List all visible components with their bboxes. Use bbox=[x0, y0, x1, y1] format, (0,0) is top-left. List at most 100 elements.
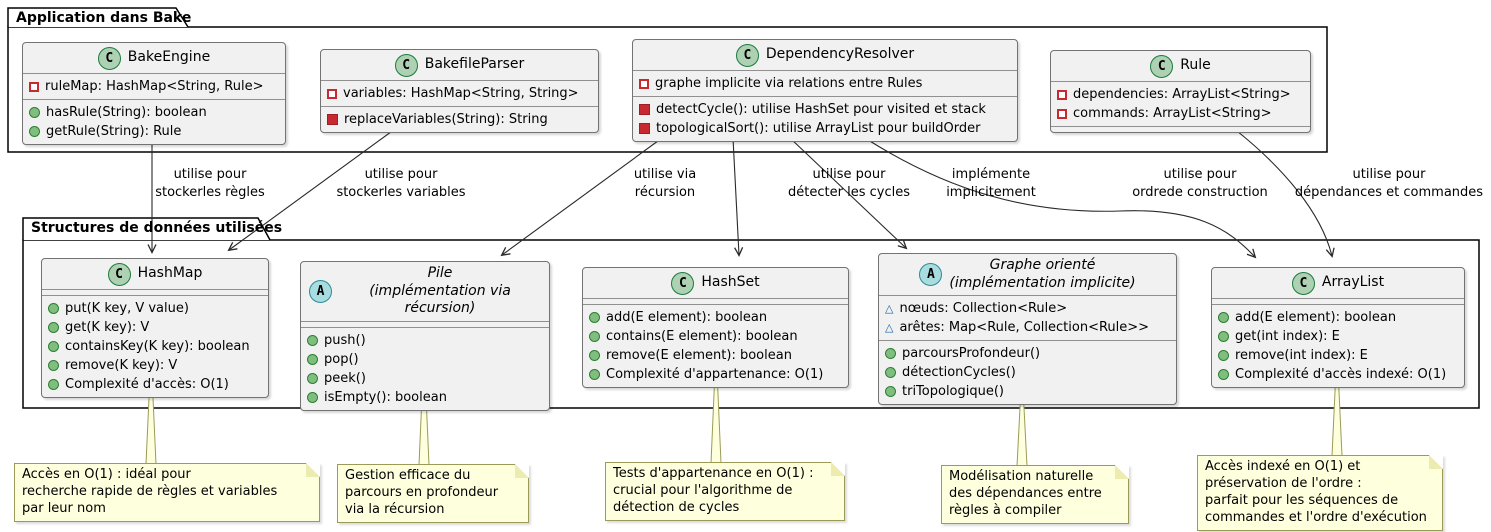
methods-compartment: push() pop() peek() isEmpty(): boolean bbox=[301, 326, 549, 410]
public-method-icon bbox=[307, 353, 318, 365]
field: dependencies: ArrayList<String> bbox=[1051, 85, 1310, 104]
class-pile: A Pile (implémentation via récursion) pu… bbox=[300, 261, 550, 411]
class-name: Graphe orienté (implémentation implicite… bbox=[949, 257, 1136, 291]
abstract-class-icon: A bbox=[309, 279, 332, 303]
field: ruleMap: HashMap<String, Rule> bbox=[23, 77, 285, 96]
method: hasRule(String): boolean bbox=[23, 103, 285, 122]
methods-compartment: detectCycle(): utilise HashSet pour visi… bbox=[633, 96, 1017, 141]
public-method-icon bbox=[1218, 350, 1229, 361]
class-name: HashSet bbox=[701, 274, 760, 291]
class-graphe-oriente: A Graphe orienté (implémentation implici… bbox=[878, 253, 1177, 405]
methods-compartment bbox=[1051, 126, 1310, 132]
public-method-icon bbox=[589, 369, 600, 380]
class-name: Pile (implémentation via récursion) bbox=[339, 265, 541, 318]
private-field-icon bbox=[327, 88, 337, 99]
private-method-icon bbox=[327, 114, 338, 125]
class-header: C HashMap bbox=[42, 259, 268, 289]
methods-compartment: replaceVariables(String): String bbox=[321, 106, 598, 132]
public-method-icon bbox=[307, 391, 318, 403]
private-field-icon bbox=[639, 78, 649, 89]
class-bakefileparser: C BakefileParser variables: HashMap<Stri… bbox=[320, 49, 599, 133]
class-icon: C bbox=[107, 262, 131, 286]
public-method-icon bbox=[48, 322, 59, 333]
private-field-icon bbox=[1057, 108, 1067, 119]
method: topologicalSort(): utilise ArrayList pou… bbox=[633, 119, 1017, 138]
public-method-icon bbox=[885, 367, 896, 378]
class-header: C Rule bbox=[1051, 51, 1310, 81]
note-hashset: Tests d'appartenance en O(1) : crucial p… bbox=[605, 462, 845, 521]
method: peek() bbox=[301, 369, 549, 388]
method: detectCycle(): utilise HashSet pour visi… bbox=[633, 100, 1017, 119]
method: Complexité d'accès: O(1) bbox=[42, 375, 268, 394]
class-subtitle: (implémentation via récursion) bbox=[369, 282, 511, 317]
method: pop() bbox=[301, 350, 549, 369]
private-method-icon bbox=[639, 104, 650, 115]
class-icon: C bbox=[97, 46, 121, 70]
edge-bakefileparser-hashmap bbox=[227, 128, 396, 252]
public-method-icon bbox=[48, 303, 59, 314]
class-dependencyresolver: C DependencyResolver graphe implicite vi… bbox=[632, 39, 1018, 142]
method: remove(K key): V bbox=[42, 356, 268, 375]
class-rule: C Rule dependencies: ArrayList<String> c… bbox=[1050, 50, 1311, 133]
fields-compartment bbox=[42, 289, 268, 295]
method: push() bbox=[301, 331, 549, 350]
class-header: C BakeEngine bbox=[23, 43, 285, 73]
fields-compartment: graphe implicite via relations entre Rul… bbox=[633, 70, 1017, 96]
private-field-icon bbox=[1057, 89, 1067, 100]
public-method-icon bbox=[307, 372, 318, 384]
method: remove(E element): boolean bbox=[583, 346, 848, 365]
edge-dependencyresolver-pile bbox=[500, 137, 663, 257]
fields-compartment: dependencies: ArrayList<String> commands… bbox=[1051, 81, 1310, 126]
public-method-icon bbox=[307, 334, 318, 346]
fields-compartment bbox=[583, 298, 848, 304]
fields-compartment bbox=[1212, 298, 1464, 304]
class-header: C BakefileParser bbox=[321, 50, 598, 80]
note-pile: Gestion efficace du parcours en profonde… bbox=[337, 464, 529, 523]
class-hashset: C HashSet add(E element): boolean contai… bbox=[582, 267, 849, 388]
edge-dependencyresolver-graphe bbox=[789, 137, 908, 250]
class-subtitle: (implémentation implicite) bbox=[949, 274, 1136, 291]
class-name: DependencyResolver bbox=[765, 46, 915, 63]
class-name: BakefileParser bbox=[424, 56, 525, 73]
method: parcoursProfondeur() bbox=[879, 344, 1176, 363]
public-method-icon bbox=[48, 341, 59, 352]
methods-compartment: add(E element): boolean contains(E eleme… bbox=[583, 304, 848, 387]
public-method-icon bbox=[589, 350, 600, 361]
class-header: C DependencyResolver bbox=[633, 40, 1017, 70]
method: Complexité d'appartenance: O(1) bbox=[583, 365, 848, 384]
methods-compartment: parcoursProfondeur() détectionCycles() t… bbox=[879, 340, 1176, 404]
methods-compartment: add(E element): boolean get(int index): … bbox=[1212, 304, 1464, 387]
field: commands: ArrayList<String> bbox=[1051, 104, 1310, 123]
method: get(int index): E bbox=[1212, 327, 1464, 346]
fields-compartment bbox=[301, 320, 549, 327]
note-arraylist: Accès indexé en O(1) et préservation de … bbox=[1197, 455, 1443, 531]
public-method-icon bbox=[1218, 312, 1229, 323]
abstract-class-icon: A bbox=[919, 263, 943, 286]
note-graphe: Modélisation naturelle des dépendances e… bbox=[941, 465, 1129, 524]
field: nœuds: Collection<Rule> bbox=[879, 299, 1176, 318]
field: variables: HashMap<String, String> bbox=[321, 84, 598, 103]
class-name: HashMap bbox=[137, 265, 203, 282]
method: isEmpty(): boolean bbox=[301, 388, 549, 407]
package-private-field-icon bbox=[885, 303, 893, 314]
method: getRule(String): Rule bbox=[23, 122, 285, 141]
class-header: C HashSet bbox=[583, 268, 848, 298]
method: Complexité d'accès indexé: O(1) bbox=[1212, 365, 1464, 384]
method: contains(E element): boolean bbox=[583, 327, 848, 346]
class-icon: C bbox=[735, 43, 759, 67]
private-field-icon bbox=[29, 81, 39, 92]
public-method-icon bbox=[589, 312, 600, 323]
fields-compartment: nœuds: Collection<Rule> arêtes: Map<Rule… bbox=[879, 295, 1176, 340]
public-method-icon bbox=[48, 379, 59, 390]
methods-compartment: put(K key, V value) get(K key): V contai… bbox=[42, 295, 268, 397]
public-method-icon bbox=[589, 331, 600, 342]
public-method-icon bbox=[885, 348, 896, 359]
fields-compartment: ruleMap: HashMap<String, Rule> bbox=[23, 73, 285, 99]
class-bakeengine: C BakeEngine ruleMap: HashMap<String, Ru… bbox=[22, 42, 286, 145]
